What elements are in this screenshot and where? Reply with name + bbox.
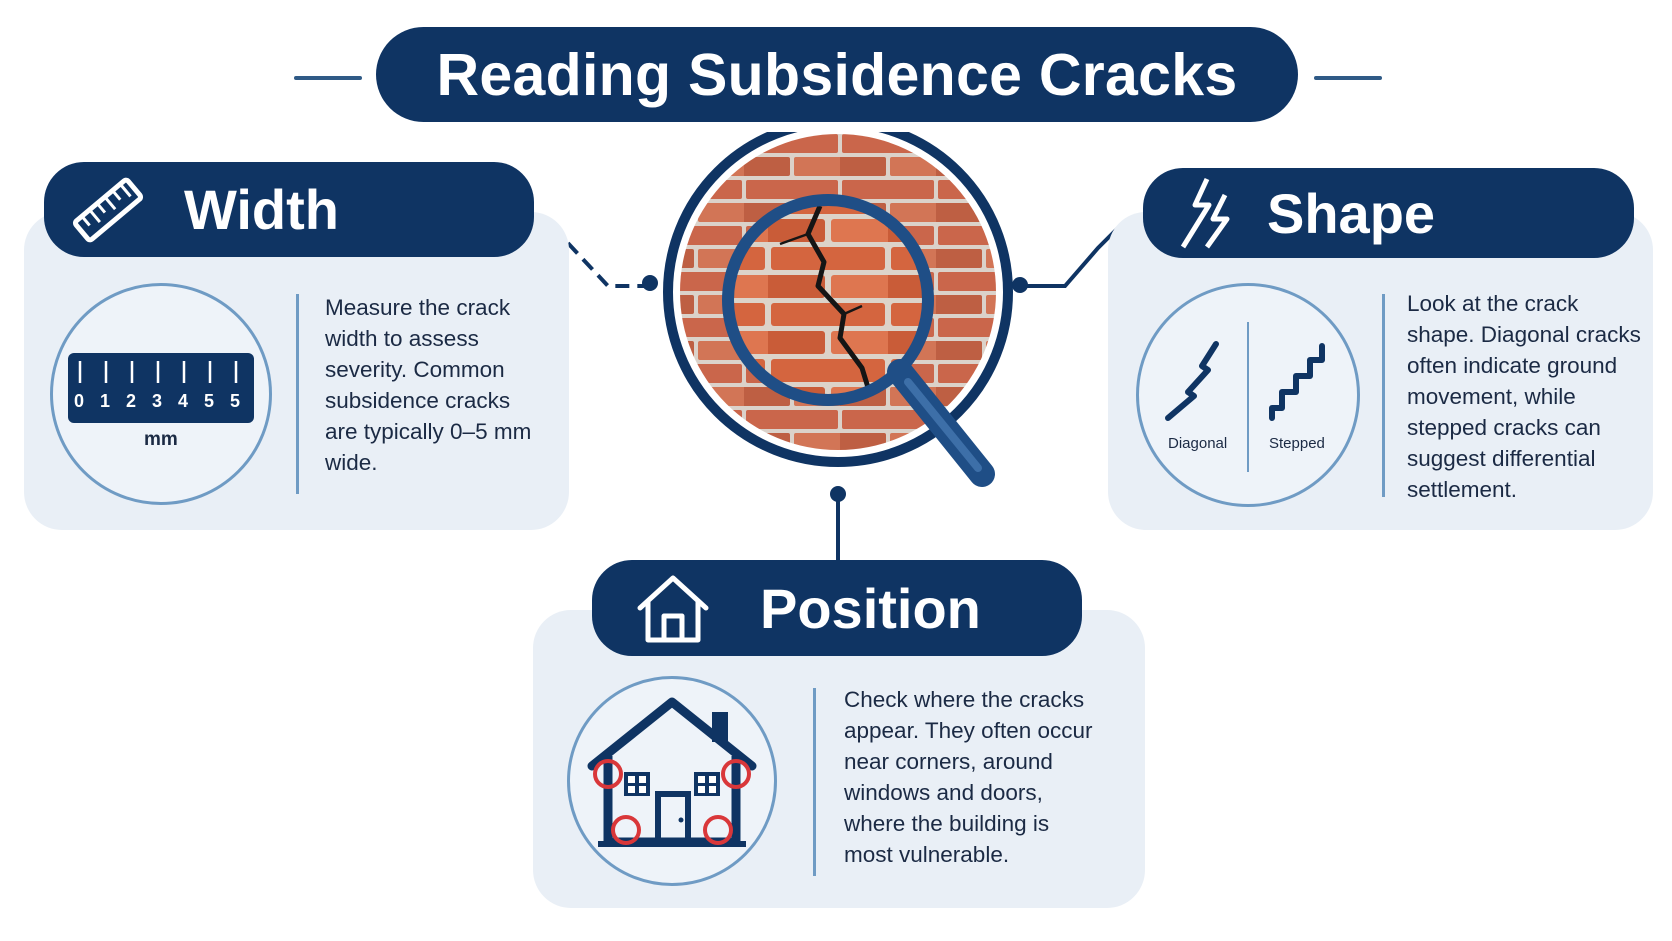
house-with-crack-markers-icon	[587, 697, 757, 847]
position-header: Position	[592, 560, 1082, 656]
shape-description: Look at the crack shape. Diagonal cracks…	[1407, 291, 1641, 502]
position-circle	[567, 676, 777, 886]
diagonal-crack-icon	[1165, 341, 1219, 421]
magnifying-glass-on-cracked-brick-icon	[663, 132, 1013, 487]
connector-dot-bottom	[830, 486, 846, 502]
diagonal-label: Diagonal	[1168, 435, 1228, 452]
ruler-ticks	[78, 361, 238, 383]
connector-width	[533, 212, 648, 288]
stepped-crack-icon	[1269, 343, 1325, 421]
title-rule-left	[294, 76, 362, 80]
ruler-icon	[68, 170, 148, 250]
ruler-number: 4	[178, 391, 189, 411]
connector-dot-left	[642, 275, 658, 291]
ruler-number: 2	[126, 391, 137, 411]
width-heading: Width	[184, 178, 339, 241]
connector-shape	[1022, 224, 1122, 288]
shape-heading: Shape	[1267, 181, 1436, 245]
width-header: Width	[44, 162, 534, 257]
ruler-graphic: 0 1 2 3 4 5 5	[68, 353, 254, 423]
ruler-number: 5	[230, 391, 241, 411]
house-icon	[634, 570, 712, 646]
position-heading: Position	[760, 576, 981, 640]
connector-dot-right	[1012, 277, 1028, 293]
ruler-numbers: 0 1 2 3 4 5 5	[68, 391, 254, 417]
ruler-unit-label: mm	[144, 429, 178, 450]
shape-header: Shape	[1143, 168, 1634, 258]
stepped-label: Stepped	[1269, 435, 1325, 452]
shape-circle-divider	[1247, 322, 1249, 472]
title-rule-right	[1314, 76, 1382, 80]
ruler-number: 1	[100, 391, 111, 411]
crack-icon	[1173, 175, 1243, 251]
width-divider	[296, 294, 299, 494]
shape-divider	[1382, 294, 1385, 497]
ruler-number: 5	[204, 391, 215, 411]
width-description: Measure the crack width to assess severi…	[325, 295, 532, 475]
ruler-number: 3	[152, 391, 163, 411]
page-title: Reading Subsidence Cracks	[376, 27, 1298, 122]
ruler-number: 0	[74, 391, 85, 411]
position-description: Check where the cracks appear. They ofte…	[844, 687, 1093, 867]
position-divider	[813, 688, 816, 876]
